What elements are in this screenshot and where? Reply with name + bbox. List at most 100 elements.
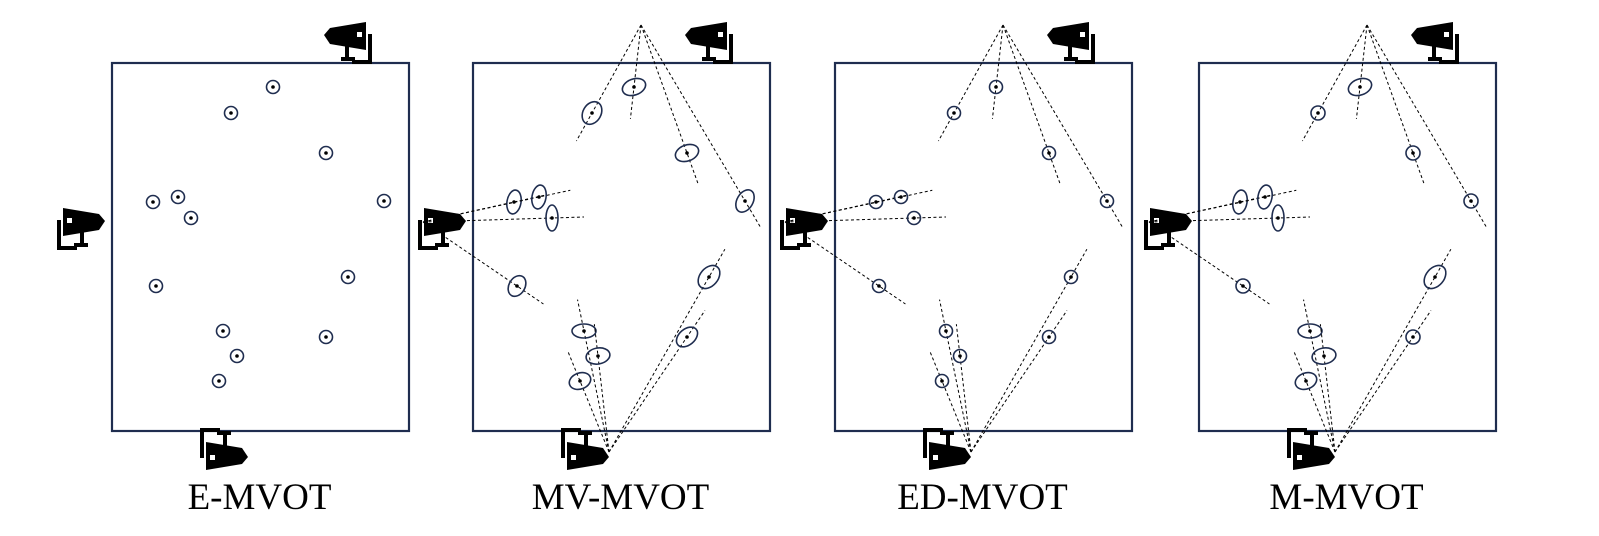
- target-center-dot: [1308, 329, 1312, 333]
- target-center-dot: [899, 195, 903, 199]
- target-center-dot: [235, 354, 239, 358]
- view-ray: [1002, 24, 1124, 229]
- target-marker: [183, 210, 199, 226]
- uncertainty-ellipse: [505, 189, 523, 215]
- uncertainty-ellipse: [1256, 184, 1274, 210]
- uncertainty-ellipse: [697, 264, 721, 290]
- target-marker: [1041, 145, 1057, 161]
- target-center-dot: [685, 335, 689, 339]
- view-ray: [929, 351, 972, 453]
- target-marker: [1063, 269, 1079, 285]
- target-marker: [318, 145, 334, 161]
- target-marker: [893, 189, 909, 205]
- view-ray: [1319, 324, 1336, 453]
- panel-label: ED-MVOT: [897, 477, 1068, 518]
- uncertainty-ellipse: [675, 326, 699, 348]
- view-ray: [1293, 351, 1336, 453]
- view-ray: [593, 324, 610, 453]
- view-ray: [1334, 248, 1452, 453]
- uncertainty-ellipse: [581, 100, 603, 126]
- target-center-dot: [590, 111, 594, 115]
- target-center-dot: [1047, 335, 1051, 339]
- target-center-dot: [1433, 275, 1437, 279]
- security-camera-icon: [780, 208, 828, 250]
- target-center-dot: [1263, 195, 1267, 199]
- target-center-dot: [874, 200, 878, 204]
- target-center-dot: [221, 329, 225, 333]
- target-center-dot: [1276, 216, 1280, 220]
- view-ray: [567, 351, 610, 453]
- target-marker: [938, 323, 954, 339]
- uncertainty-ellipse: [735, 189, 755, 213]
- target-marker: [1405, 145, 1421, 161]
- target-marker: [145, 194, 161, 210]
- target-center-dot: [1358, 85, 1362, 89]
- scene-box: [1197, 61, 1498, 433]
- security-camera-icon: [200, 428, 248, 470]
- view-ray: [1303, 299, 1336, 453]
- target-marker: [871, 278, 887, 294]
- view-ray: [422, 216, 585, 223]
- target-center-dot: [515, 284, 519, 288]
- target-center-dot: [582, 329, 586, 333]
- panel-label: M-MVOT: [1269, 477, 1424, 518]
- uncertainty-ellipse: [530, 184, 548, 210]
- target-center-dot: [578, 379, 582, 383]
- target-center-dot: [1469, 199, 1473, 203]
- target-marker: [1099, 193, 1115, 209]
- target-center-dot: [1411, 151, 1415, 155]
- uncertainty-ellipse: [571, 323, 597, 339]
- target-marker: [318, 329, 334, 345]
- target-center-dot: [994, 85, 998, 89]
- panel-e-mvot: [57, 22, 411, 470]
- target-marker: [1310, 105, 1326, 121]
- target-marker: [952, 348, 968, 364]
- uncertainty-ellipse: [585, 347, 611, 365]
- target-marker: [988, 79, 1004, 95]
- view-ray: [937, 24, 1004, 142]
- uncertainty-ellipse: [1311, 347, 1337, 365]
- target-center-dot: [217, 379, 221, 383]
- target-center-dot: [1316, 111, 1320, 115]
- security-camera-icon: [685, 22, 733, 64]
- target-center-dot: [743, 199, 747, 203]
- target-center-dot: [1411, 335, 1415, 339]
- view-ray: [784, 221, 906, 305]
- target-center-dot: [912, 216, 916, 220]
- uncertainty-ellipse: [507, 274, 527, 298]
- target-center-dot: [346, 275, 350, 279]
- target-center-dot: [271, 85, 275, 89]
- target-center-dot: [685, 151, 689, 155]
- target-center-dot: [1322, 354, 1326, 358]
- uncertainty-ellipse: [674, 143, 700, 163]
- target-marker: [1405, 329, 1421, 345]
- target-center-dot: [877, 284, 881, 288]
- view-ray: [1334, 310, 1432, 453]
- view-ray: [608, 310, 706, 453]
- target-marker: [215, 323, 231, 339]
- target-center-dot: [1069, 275, 1073, 279]
- target-center-dot: [1105, 199, 1109, 203]
- uncertainty-ellipse: [1423, 264, 1447, 290]
- target-center-dot: [940, 379, 944, 383]
- target-center-dot: [151, 200, 155, 204]
- view-ray: [784, 216, 947, 223]
- target-marker: [265, 79, 281, 95]
- view-ray: [1301, 24, 1368, 142]
- view-ray: [939, 299, 972, 453]
- view-ray: [575, 24, 642, 142]
- view-ray: [1366, 24, 1488, 229]
- panel-m-mvot: [1144, 22, 1498, 470]
- target-center-dot: [632, 85, 636, 89]
- view-ray: [422, 189, 571, 223]
- target-center-dot: [1241, 284, 1245, 288]
- scene-box: [110, 61, 411, 433]
- target-marker: [211, 373, 227, 389]
- uncertainty-ellipse: [1231, 189, 1249, 215]
- target-marker: [946, 105, 962, 121]
- target-center-dot: [154, 284, 158, 288]
- target-center-dot: [707, 275, 711, 279]
- security-camera-icon: [1144, 208, 1192, 250]
- view-ray: [970, 248, 1088, 453]
